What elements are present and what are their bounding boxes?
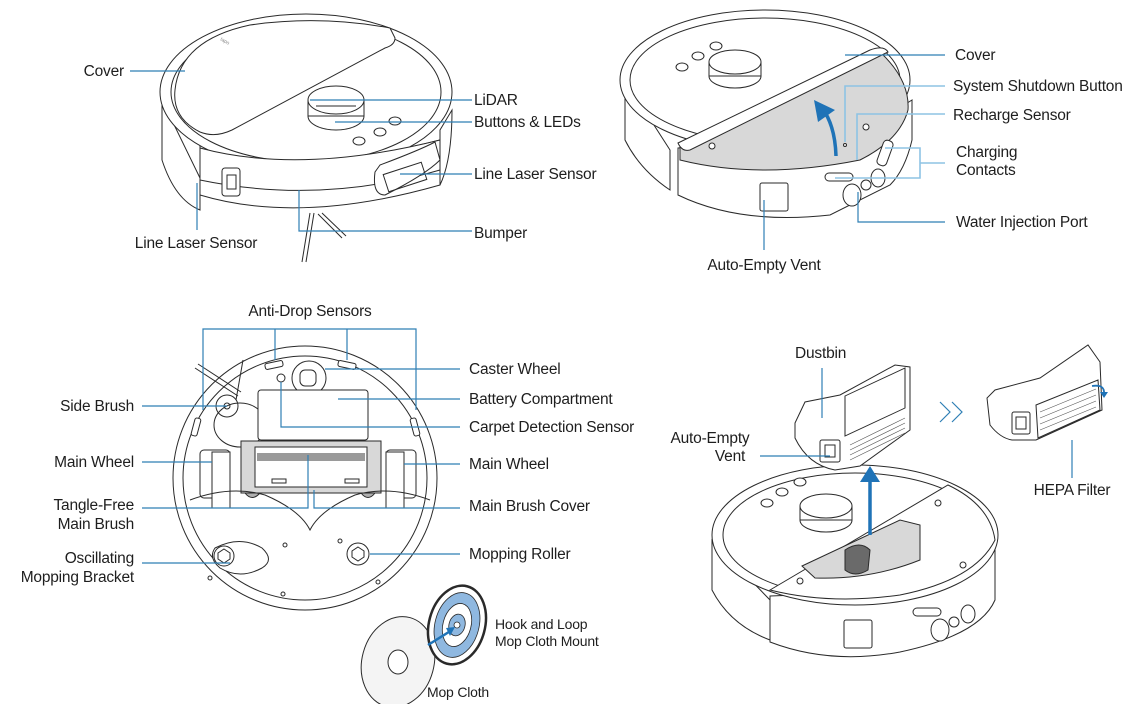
- label-buttons-leds: Buttons & LEDs: [474, 114, 581, 131]
- label-auto-empty-line1: Auto-Empty: [670, 430, 750, 447]
- label-water-injection-port: Water Injection Port: [956, 214, 1088, 231]
- dustbin-hepa-filter-illustration: [986, 344, 1108, 441]
- panel1-leader-lines: [130, 70, 472, 232]
- label-side-brush: Side Brush: [60, 398, 134, 415]
- label-bumper: Bumper: [474, 225, 528, 242]
- arrow-head-icon: [814, 100, 835, 122]
- label-system-shutdown-button: System Shutdown Button: [953, 78, 1123, 95]
- robot-bottom-illustration: [172, 345, 438, 611]
- label-recharge-sensor: Recharge Sensor: [953, 107, 1071, 124]
- label-cover-rear: Cover: [955, 47, 996, 64]
- label-auto-empty-vent-rear: Auto-Empty Vent: [707, 257, 821, 274]
- label-tangle-free-line2: Main Brush: [57, 516, 135, 533]
- label-hook-loop-line1: Hook and Loop: [495, 616, 588, 632]
- panel4-leader-lines: [760, 368, 1073, 478]
- button-middle: [373, 127, 387, 137]
- label-carpet-detection-sensor: Carpet Detection Sensor: [469, 419, 635, 436]
- label-main-wheel-left: Main Wheel: [54, 454, 134, 471]
- label-line-laser-sensor-right: Line Laser Sensor: [474, 166, 597, 183]
- mop-cloth-mount-illustration: [426, 584, 488, 666]
- panel3-leader-lines: [142, 328, 460, 564]
- button-left: [352, 136, 366, 146]
- robot-dustbin-removal-illustration: [711, 364, 999, 658]
- label-tangle-free-line1: Tangle-Free: [53, 497, 134, 514]
- label-auto-empty-line2: Vent: [714, 448, 746, 465]
- label-mop-cloth: Mop Cloth: [427, 684, 490, 700]
- label-main-wheel-right: Main Wheel: [469, 456, 549, 473]
- button-right: [388, 116, 402, 126]
- mop-cloth-illustration: [360, 616, 436, 704]
- panel2-leader-lines: [763, 54, 945, 250]
- next-step-chevrons-icon: [939, 401, 963, 423]
- label-charging-contacts-line1: Charging: [956, 144, 1018, 161]
- label-caster-wheel: Caster Wheel: [469, 361, 561, 378]
- robot-top-rear-illustration: [619, 9, 913, 218]
- label-cover-front: Cover: [83, 63, 125, 80]
- label-mopping-roller: Mopping Roller: [469, 546, 571, 563]
- label-anti-drop-sensors: Anti-Drop Sensors: [248, 303, 372, 320]
- label-dustbin: Dustbin: [795, 345, 847, 362]
- attach-arrow-icon: [427, 628, 453, 647]
- label-charging-contacts-line2: Contacts: [956, 162, 1016, 179]
- label-line-laser-sensor-left: Line Laser Sensor: [134, 235, 258, 252]
- robot-top-front-illustration: tapo: [159, 13, 453, 263]
- label-hepa-filter: HEPA Filter: [1033, 482, 1111, 499]
- label-oscillating-line2: Mopping Bracket: [20, 569, 135, 586]
- label-lidar: LiDAR: [474, 92, 518, 109]
- dustbin-filter-grille: [849, 417, 906, 461]
- label-oscillating-line1: Oscillating: [64, 550, 135, 567]
- cover-brand-mark: tapo: [219, 37, 231, 47]
- label-hook-loop-line2: Mop Cloth Mount: [495, 633, 599, 649]
- label-battery-compartment: Battery Compartment: [469, 391, 613, 408]
- label-main-brush-cover: Main Brush Cover: [469, 498, 590, 515]
